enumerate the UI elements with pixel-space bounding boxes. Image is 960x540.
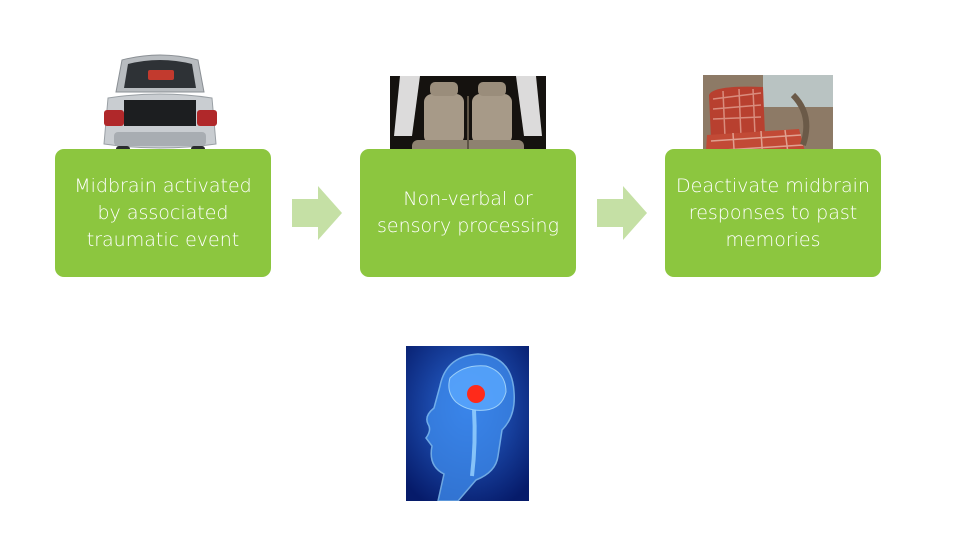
arrow-right-icon (597, 186, 647, 240)
arrow-right-icon (292, 186, 342, 240)
step-box-3: Deactivate midbrain responses to past me… (665, 149, 881, 277)
step-label-1: Midbrain activated by associated traumat… (74, 174, 252, 251)
step-label-3: Deactivate midbrain responses to past me… (676, 174, 870, 251)
brain-head-icon (406, 346, 529, 501)
step-label-2: Non-verbal or sensory processing (377, 188, 559, 237)
brain-scan-illustration (406, 346, 529, 501)
step-box-2: Non-verbal or sensory processing (360, 149, 576, 277)
step-box-1: Midbrain activated by associated traumat… (55, 149, 271, 277)
